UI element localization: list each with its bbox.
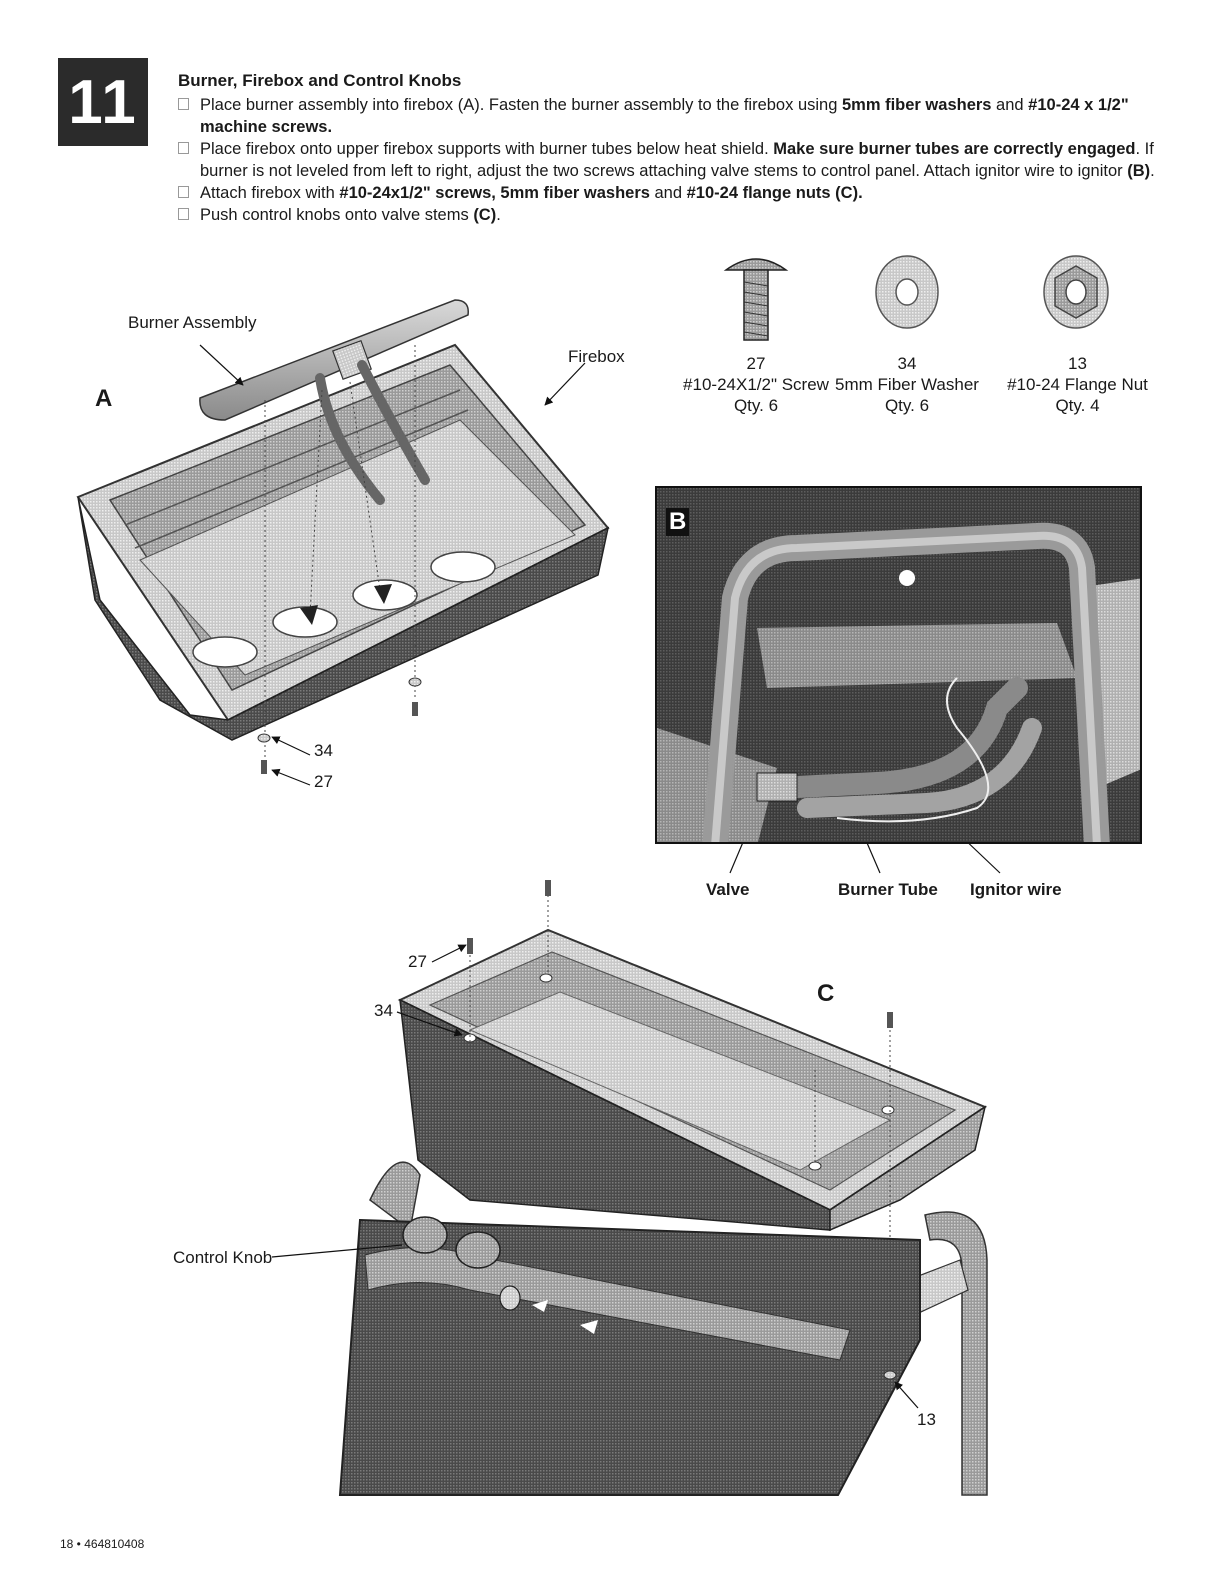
instruction-item: Place burner assembly into firebox (A). … [178, 94, 1158, 138]
instruction-text: (C) [473, 206, 497, 224]
figure-a-firebox-illustration [76, 299, 610, 786]
figure-a-callout-washer: 34 [314, 741, 333, 760]
step-number-badge: 11 [58, 58, 148, 146]
checkbox-icon [178, 186, 189, 198]
washer-icon [875, 255, 939, 329]
page-footer: 18 • 464810408 [60, 1537, 145, 1551]
part-qty: Qty. 6 [884, 396, 930, 415]
figure-c-callout-screw: 27 [408, 952, 427, 971]
instruction-text: #10-24 x 1/2" machine screws. [200, 96, 1129, 136]
instruction-text: 5mm fiber washers [841, 96, 992, 114]
burner-tube-label: Burner Tube [838, 880, 938, 899]
part-34-label: 34 5mm Fiber Washer Qty. 6 [827, 353, 987, 416]
checkbox-icon [178, 98, 189, 110]
valve-label: Valve [706, 880, 750, 899]
flange-nut-icon [1043, 255, 1109, 329]
instruction-list: Place burner assembly into firebox (A). … [178, 94, 1158, 226]
firebox-label: Firebox [568, 347, 625, 366]
instruction-item: Attach firebox with #10-24x1/2" screws, … [178, 182, 1158, 204]
figure-c-callout-nut: 13 [917, 1410, 936, 1429]
part-name: #10-24 Flange Nut [1007, 375, 1148, 394]
instruction-text: #10-24x1/2" screws, 5mm fiber washers [339, 184, 650, 202]
instruction-text: Push control knobs onto valve stems [200, 206, 474, 224]
part-name: #10-24X1/2" Screw [683, 375, 829, 394]
checkbox-icon [178, 208, 189, 220]
instruction-text: Place burner assembly into firebox (A). … [200, 96, 842, 114]
part-name: 5mm Fiber Washer [835, 375, 979, 394]
figure-a-callout-screw: 27 [314, 772, 333, 791]
part-qty: Qty. 4 [1055, 396, 1100, 415]
part-id: 27 [746, 354, 766, 373]
instruction-item: Place firebox onto upper firebox support… [178, 138, 1158, 182]
control-knob-label: Control Knob [173, 1248, 273, 1267]
instruction-item: Push control knobs onto valve stems (C). [178, 204, 1158, 226]
figure-c-grill-illustration [271, 880, 988, 1496]
instruction-text: Attach firebox with [200, 184, 340, 202]
screw-icon [723, 258, 789, 341]
figure-c-letter: C [817, 980, 835, 1007]
checkbox-icon [178, 142, 189, 154]
burner-assembly-label: Burner Assembly [128, 313, 257, 332]
part-id: 13 [1068, 354, 1087, 373]
instruction-text: Make sure burner tubes are correctly eng… [773, 140, 1136, 158]
figure-a-letter: A [95, 385, 113, 412]
instruction-text: and [991, 96, 1029, 114]
instruction-text: . [496, 206, 501, 224]
instruction-text: (B) [1127, 162, 1151, 180]
part-id: 34 [897, 354, 917, 373]
figure-b-photo [655, 486, 1142, 844]
instruction-text: and [649, 184, 687, 202]
figure-b-letter: B [666, 508, 690, 536]
step-title: Burner, Firebox and Control Knobs [178, 71, 462, 90]
instruction-text: #10-24 flange nuts (C). [686, 184, 863, 202]
part-27-label: 27 #10-24X1/2" Screw Qty. 6 [676, 353, 836, 416]
instruction-text: . If burner is not leveled from left to … [200, 140, 1154, 180]
instruction-text: Place firebox onto upper firebox support… [200, 140, 774, 158]
figure-c-callout-washer: 34 [374, 1001, 393, 1020]
instruction-text: . [1150, 162, 1155, 180]
ignitor-wire-label: Ignitor wire [970, 880, 1062, 899]
part-qty: Qty. 6 [733, 396, 779, 415]
part-13-label: 13 #10-24 Flange Nut Qty. 4 [990, 353, 1165, 416]
